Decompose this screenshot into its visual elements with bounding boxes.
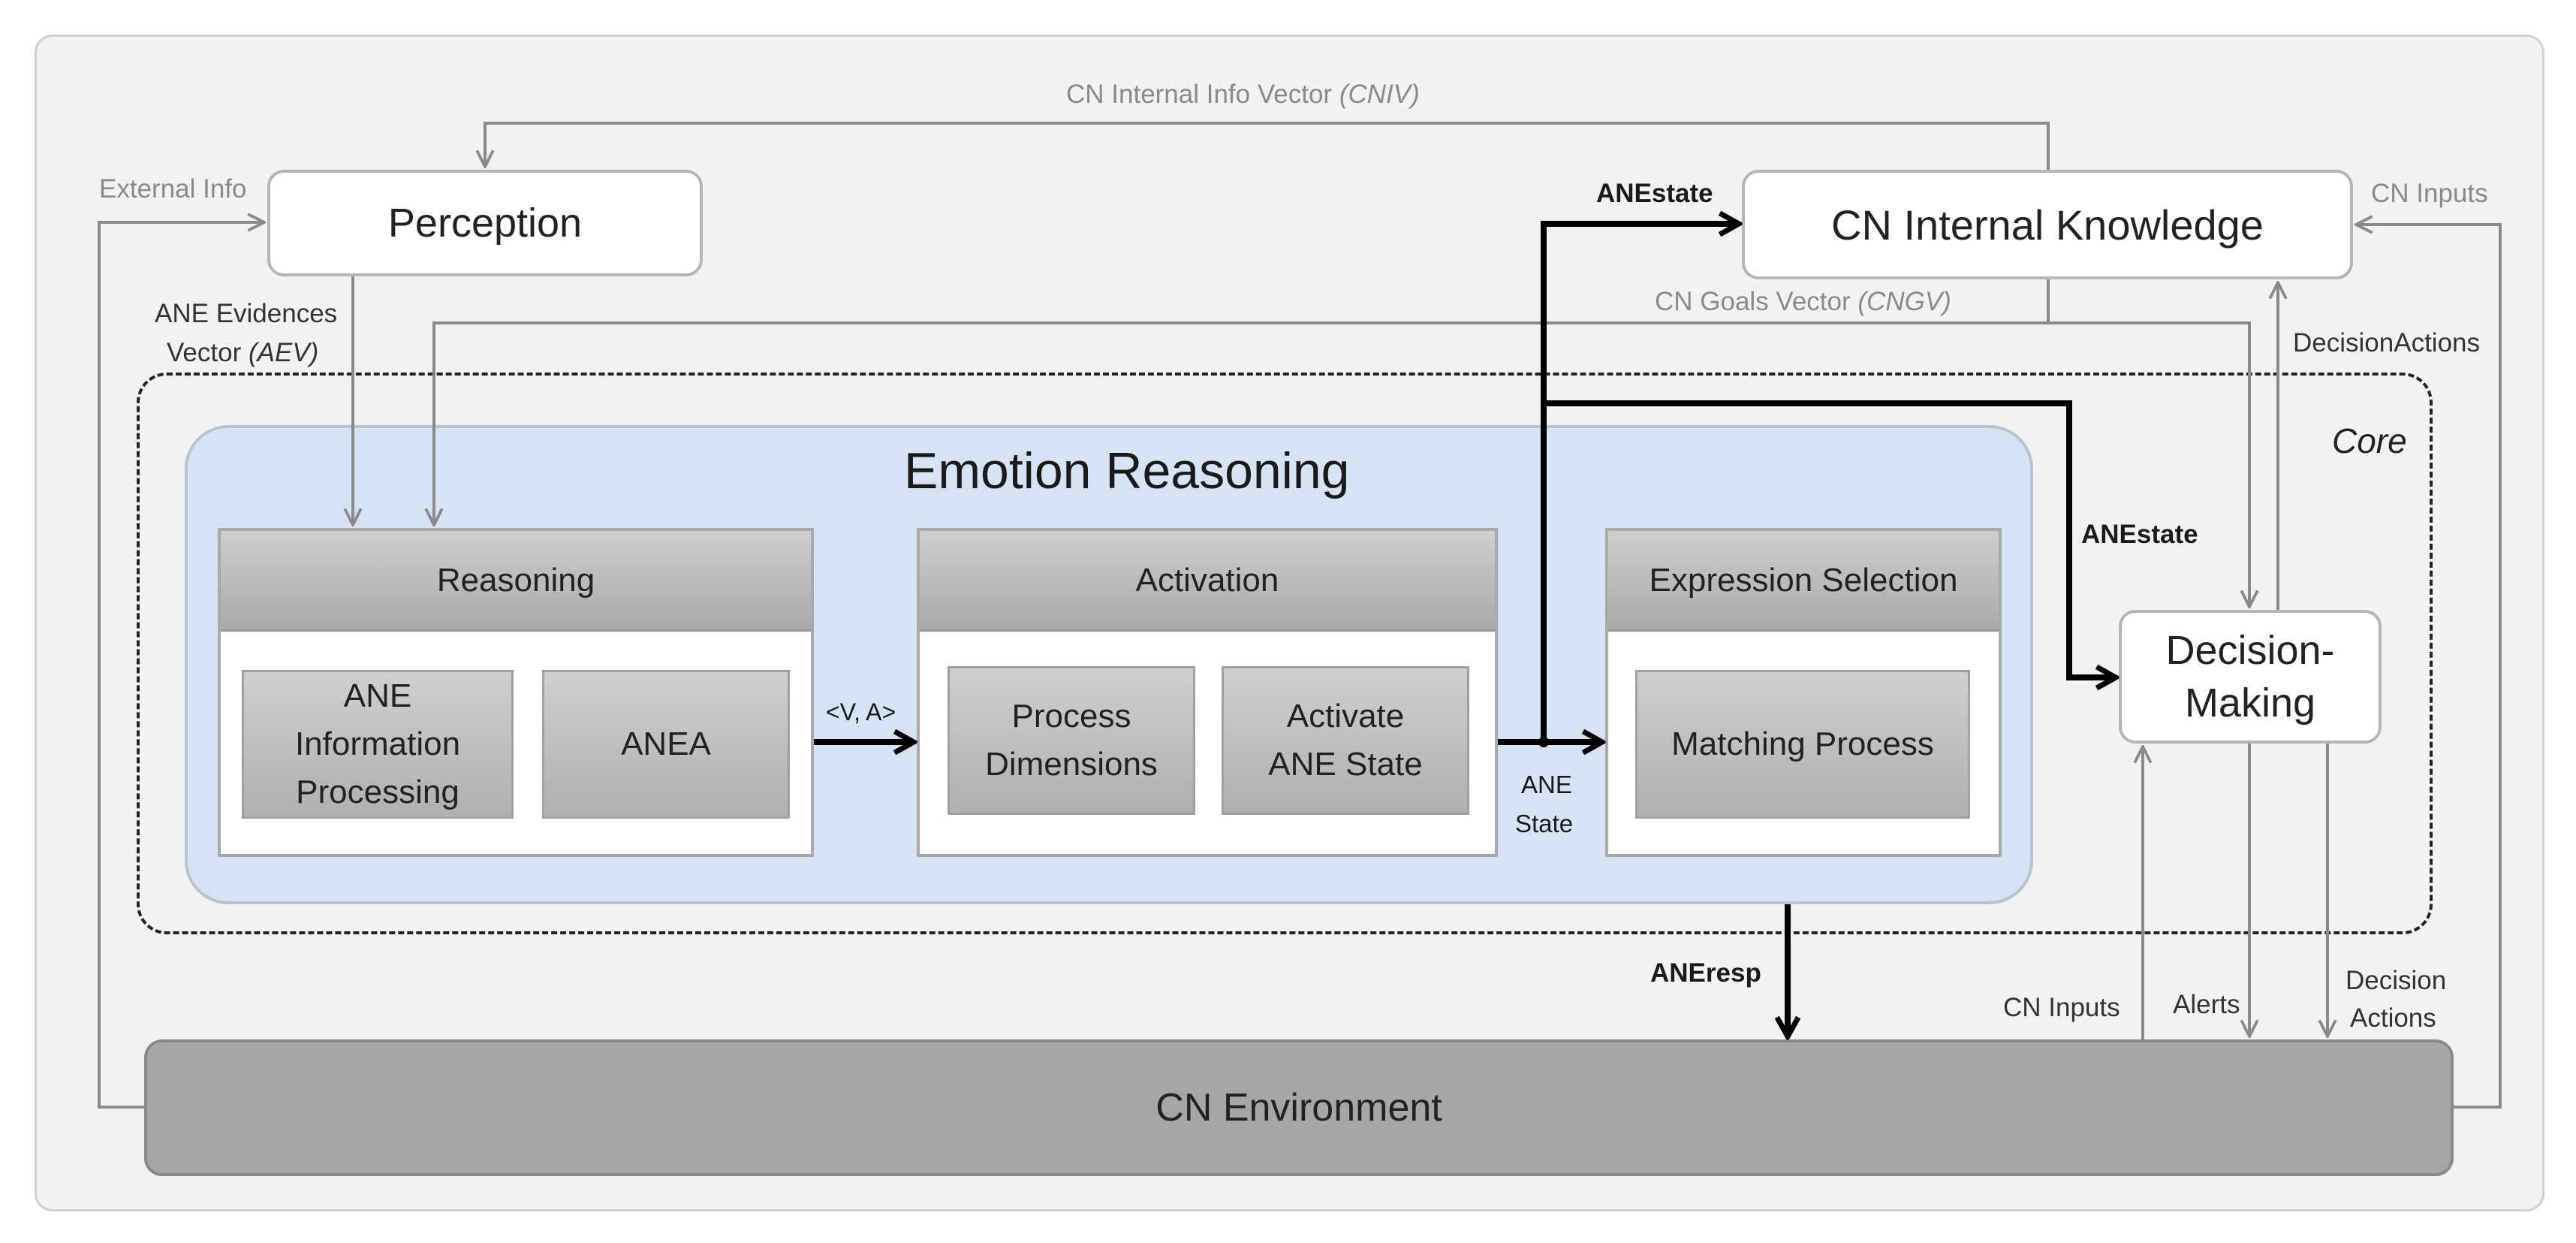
decision-making-box: Decision-Making bbox=[2119, 610, 2382, 744]
core-label: Core bbox=[2332, 421, 2407, 460]
va-label: <V, A> bbox=[826, 698, 896, 726]
cn-environment-box: CN Environment bbox=[144, 1039, 2454, 1176]
perception-box: Perception bbox=[267, 170, 703, 276]
cn-inputs-top-label: CN Inputs bbox=[2371, 179, 2488, 208]
decision-actions-bottom-label-2: Actions bbox=[2350, 1003, 2436, 1033]
emotion-reasoning-title: Emotion Reasoning bbox=[904, 442, 1350, 499]
expression-selection-header: Expression Selection bbox=[1608, 531, 1999, 632]
decision-actions-right-label: DecisionActions bbox=[2293, 328, 2480, 358]
cn-inputs-bottom-label: CN Inputs bbox=[2003, 993, 2120, 1022]
reasoning-header: Reasoning bbox=[221, 531, 811, 632]
external-info-label: External Info bbox=[99, 174, 247, 204]
alerts-label: Alerts bbox=[2173, 990, 2240, 1019]
process-dimensions-box: Process Dimensions bbox=[948, 666, 1195, 815]
ane-state-label-line1: ANE bbox=[1521, 771, 1572, 798]
ane-evidences-label: ANE Evidences bbox=[155, 299, 338, 328]
cn-internal-knowledge-box: CN Internal Knowledge bbox=[1742, 170, 2353, 279]
decision-actions-bottom-label-1: Decision bbox=[2346, 966, 2447, 995]
ane-information-processing-box: ANE Information Processing bbox=[242, 670, 514, 819]
activate-ane-state-box: Activate ANE State bbox=[1222, 666, 1469, 815]
matching-process-box: Matching Process bbox=[1635, 670, 1970, 819]
aneresp-label: ANEresp bbox=[1650, 958, 1761, 988]
cniv-abbr: (CNIV) bbox=[1339, 80, 1420, 109]
activation-header: Activation bbox=[920, 531, 1495, 632]
cniv-label: CN Internal Info Vector (CNIV) bbox=[1066, 80, 1420, 110]
cngv-label: CN Goals Vector (CNGV) bbox=[1655, 287, 1951, 317]
aev-abbr: (AEV) bbox=[248, 338, 319, 367]
aev-vector-label: Vector (AEV) bbox=[167, 338, 318, 368]
cngv-abbr: (CNGV) bbox=[1857, 287, 1951, 316]
cngv-text: CN Goals Vector bbox=[1655, 287, 1851, 316]
anea-box: ANEA bbox=[542, 670, 790, 819]
anestate-top-label: ANEstate bbox=[1596, 179, 1713, 208]
anestate-mid-label: ANEstate bbox=[2081, 520, 2198, 549]
ane-state-label-line2: State bbox=[1515, 810, 1574, 837]
aev-vector-text: Vector bbox=[167, 338, 242, 367]
cniv-text: CN Internal Info Vector bbox=[1066, 80, 1333, 109]
